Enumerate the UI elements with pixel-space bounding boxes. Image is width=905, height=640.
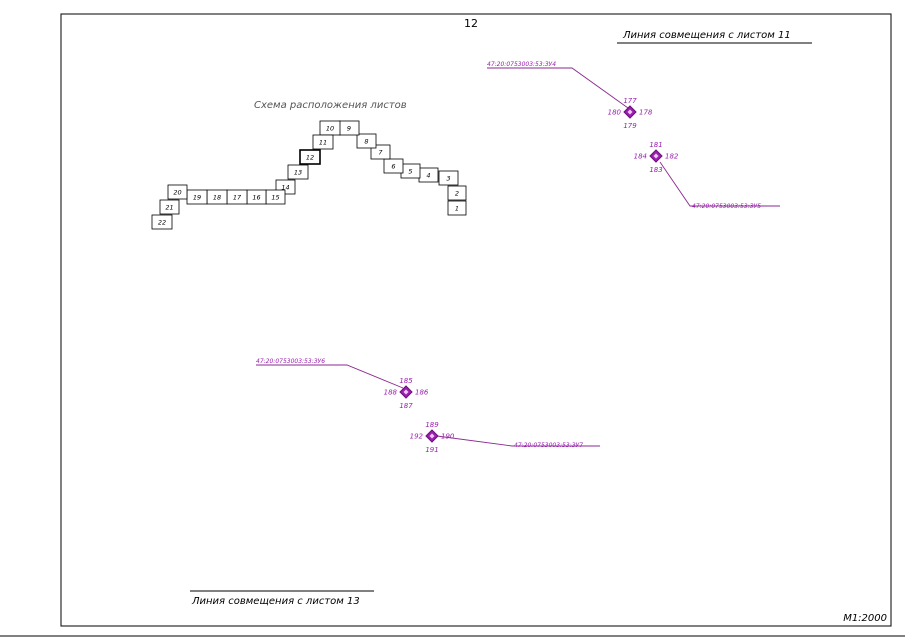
- parcel-point-number: 179: [623, 122, 637, 130]
- parcel-cadastral-label: 47:20:0753003:53:ЗУ6: [256, 358, 325, 365]
- scheme-cell: [447, 185, 467, 201]
- scheme-cell: [312, 134, 334, 150]
- parcel-point-number: 189: [425, 421, 439, 429]
- parcel-leader-line: [659, 161, 780, 207]
- parcel-marker-core: [429, 433, 435, 439]
- parcel-point-number: 186: [415, 389, 429, 397]
- scheme-cell-label: 4: [426, 172, 430, 180]
- parcel-point-number: 180: [608, 109, 622, 117]
- scheme-cell-label: 9: [347, 125, 351, 133]
- parcel-point-number: 182: [665, 153, 679, 161]
- scheme-cell: [167, 184, 188, 200]
- scheme-cell-label: 2: [455, 190, 459, 198]
- parcel-cadastral-label: 47:20:0753003:53:ЗУ4: [487, 61, 556, 68]
- parcel-leader-line: [487, 67, 629, 109]
- scheme-cell: [370, 144, 391, 160]
- parcel-point-number: 177: [623, 97, 637, 105]
- parcel-point-number: 191: [425, 446, 438, 454]
- parcel-point-number: 192: [410, 433, 424, 441]
- parcel-annotations: 47:20:0753003:53:ЗУ417717817918047:20:07…: [256, 61, 780, 454]
- parcel-marker-core: [653, 153, 659, 159]
- parcel-point-number: 178: [639, 109, 653, 117]
- scheme-cell-label: 1: [455, 205, 459, 213]
- scheme-cell-label: 20: [173, 189, 181, 197]
- scheme-cell-label: 21: [165, 204, 173, 212]
- parcel-point-number: 190: [441, 433, 455, 441]
- parcel-marker-core: [627, 109, 633, 115]
- scheme-cell: [299, 149, 321, 165]
- scheme-cell-label: 18: [213, 194, 221, 202]
- parcel-point-number: 184: [634, 153, 647, 161]
- parcel-point-number: 188: [384, 389, 398, 397]
- scheme-cell: [383, 158, 404, 174]
- scheme-cell-label: 5: [408, 168, 412, 176]
- parcel-point-number: 183: [649, 166, 662, 174]
- parcel-leader-line: [436, 435, 600, 447]
- parcel-point-number: 185: [399, 377, 413, 385]
- scheme-cell-label: 22: [158, 219, 166, 227]
- sheet-frame: [60, 13, 892, 627]
- parcel-marker-core: [403, 389, 409, 395]
- scheme-cell-label: 10: [326, 125, 334, 133]
- scale-label: M1:2000: [843, 613, 887, 624]
- scheme-cell-label: 11: [319, 139, 327, 147]
- scheme-cell-label: 3: [446, 175, 450, 183]
- scheme-cell: [438, 170, 459, 186]
- sheet-number: 12: [464, 17, 478, 30]
- scheme-cell: [159, 199, 180, 215]
- top-link-text: Линия совмещения с листом 11: [622, 30, 791, 41]
- scheme-cell-label: 7: [378, 149, 383, 157]
- scheme-cell: [151, 214, 173, 230]
- scheme-cell-label: 6: [391, 163, 395, 171]
- scheme-cell: [356, 133, 377, 149]
- parcel-cadastral-label: 47:20:0753003:53:ЗУ5: [692, 203, 761, 210]
- scheme-cell-label: 19: [193, 194, 201, 202]
- parcel-leader-line: [256, 364, 404, 389]
- scheme-cell-label: 16: [252, 194, 260, 202]
- scheme-cell: [447, 200, 467, 216]
- scheme-cell-label: 8: [364, 138, 368, 146]
- parcel-point-number: 187: [399, 402, 413, 410]
- scheme-cell-label: 17: [233, 194, 242, 202]
- scheme-cell-label: 15: [271, 194, 279, 202]
- scheme-cell-label: 12: [306, 154, 314, 162]
- scheme-cell: [287, 164, 309, 180]
- scheme-cell-label: 14: [281, 184, 289, 192]
- parcel-point-number: 181: [649, 141, 662, 149]
- bottom-link-text: Линия совмещения с листом 13: [191, 596, 360, 607]
- parcel-cadastral-label: 47:20:0753003:53:ЗУ7: [514, 442, 583, 449]
- scheme-title: Схема расположения листов: [254, 100, 407, 111]
- scheme-cell-label: 13: [294, 169, 302, 177]
